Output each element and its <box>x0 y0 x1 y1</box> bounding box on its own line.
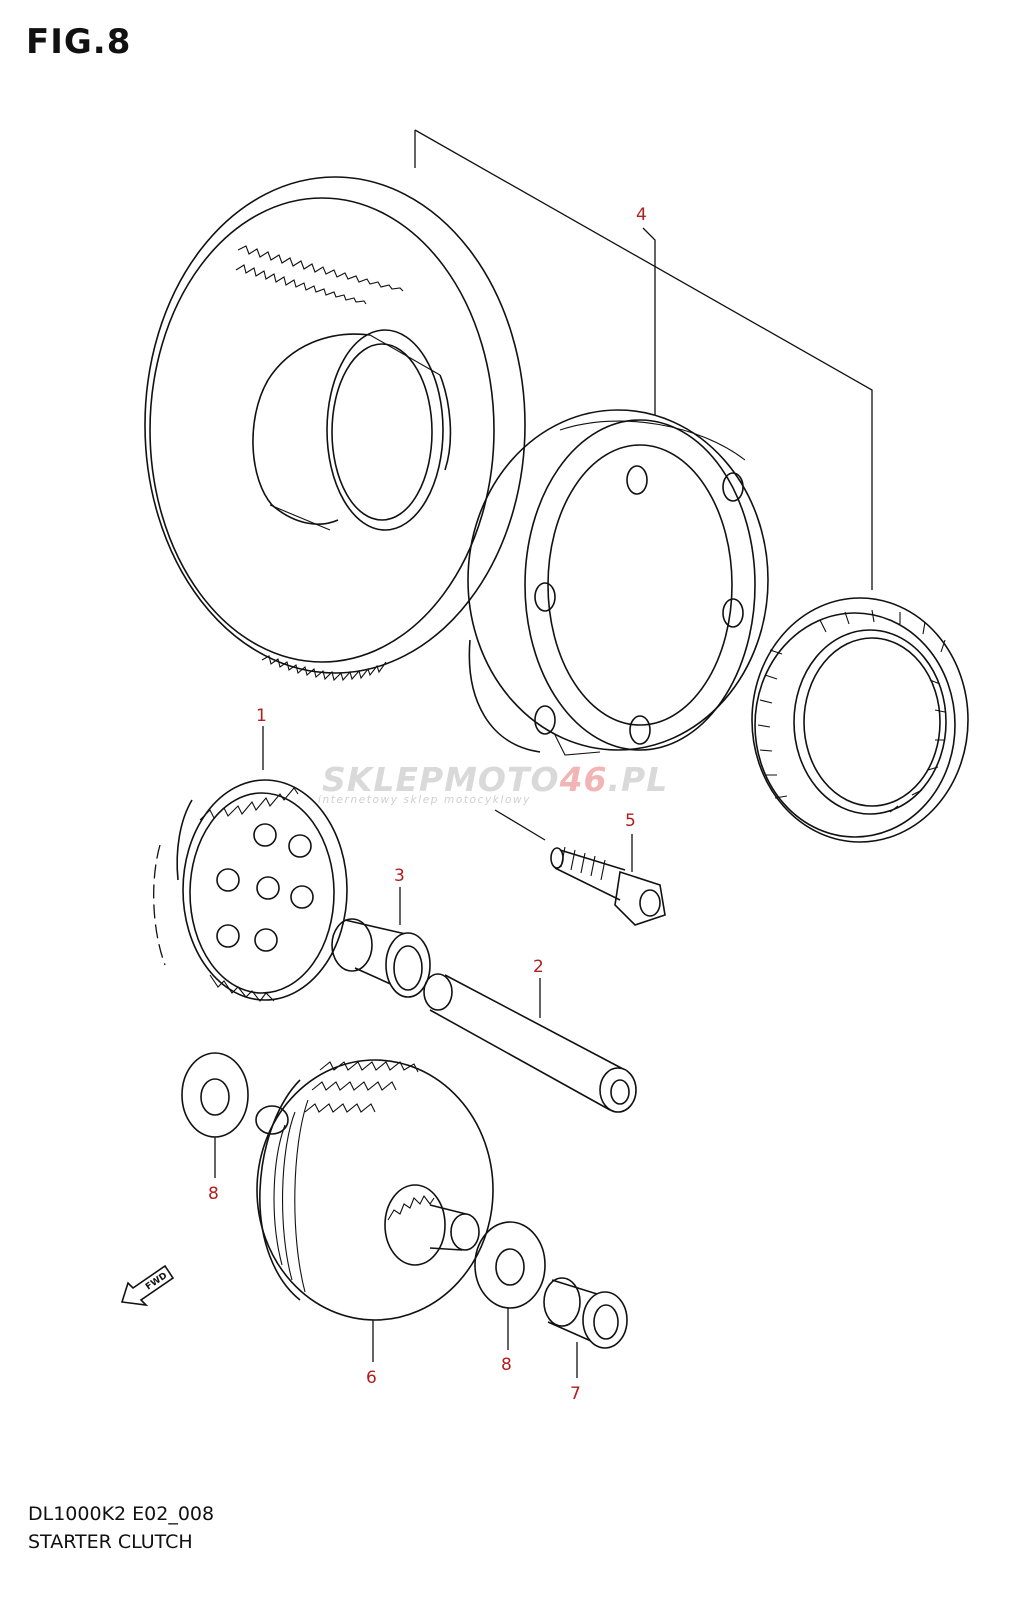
callout-7: 7 <box>570 1384 581 1404</box>
part-8-washer-lower[interactable] <box>474 1221 546 1309</box>
part-1-driven-gear[interactable] <box>153 779 348 1002</box>
part-4-clutch-body[interactable] <box>467 409 769 756</box>
callout-5: 5 <box>625 811 636 831</box>
figure-title: FIG.8 <box>26 22 132 62</box>
part-7-bushing[interactable] <box>543 1277 628 1349</box>
callout-8-upper: 8 <box>208 1184 219 1204</box>
part-5-bolt[interactable] <box>550 846 666 926</box>
callout-4: 4 <box>636 205 647 225</box>
part-4-bracket-leaders <box>414 129 873 590</box>
section-name: STARTER CLUTCH <box>28 1531 193 1553</box>
part-4-one-way-clutch[interactable] <box>751 597 969 843</box>
part-2-shaft[interactable] <box>423 973 637 1113</box>
callout-3: 3 <box>394 866 405 886</box>
leader-5-bracket <box>494 809 546 841</box>
part-4-starter-gear[interactable] <box>144 176 526 682</box>
model-code: DL1000K2 E02_008 <box>28 1503 215 1525</box>
part-8-washer-upper[interactable] <box>181 1052 249 1138</box>
watermark-logo: SKLEPMOTO46.PL <box>322 760 669 799</box>
fwd-direction-arrow: FWD <box>120 1264 175 1307</box>
watermark-tagline: internetowy sklep motocyklowy <box>318 794 531 806</box>
callout-8-lower: 8 <box>501 1355 512 1375</box>
callout-6: 6 <box>366 1368 377 1388</box>
part-6-idle-gear[interactable] <box>255 1059 494 1321</box>
callout-1: 1 <box>256 706 267 726</box>
part-3-bushing[interactable] <box>331 918 431 998</box>
callout-2: 2 <box>533 957 544 977</box>
